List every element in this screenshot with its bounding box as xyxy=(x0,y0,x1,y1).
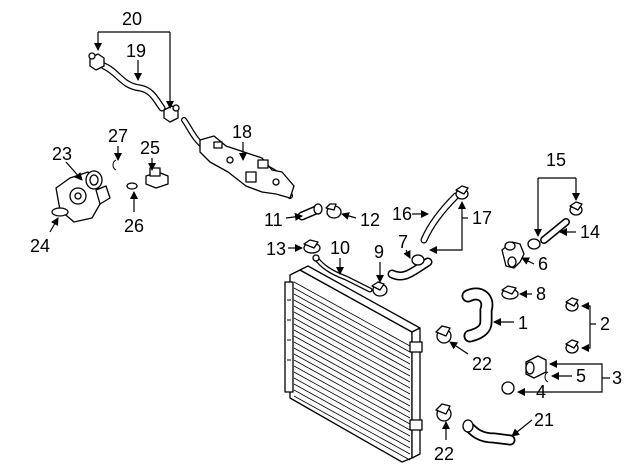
coolant-pipe xyxy=(181,117,295,199)
drain-plug-seal xyxy=(501,381,515,395)
coolant-hose-11 xyxy=(297,203,323,221)
retaining-clip xyxy=(112,159,117,171)
coolant-hose-16 xyxy=(420,192,460,244)
callout-4: 4 xyxy=(536,382,546,402)
callout-19: 19 xyxy=(126,41,146,61)
callout-5: 5 xyxy=(576,366,586,386)
coolant-hose-14 xyxy=(540,218,570,244)
temperature-sensor xyxy=(145,167,169,189)
callout-17: 17 xyxy=(472,208,492,228)
callout-20: 20 xyxy=(122,9,142,29)
callout-2: 2 xyxy=(600,314,610,334)
hose-clamp-22-upper xyxy=(435,325,452,344)
hose-clamp-9 xyxy=(371,281,388,297)
coolant-pipe-10 xyxy=(312,254,373,293)
callout-7: 7 xyxy=(398,232,408,252)
hose-clamp-2-upper xyxy=(565,297,579,312)
thermostat-o-ring xyxy=(51,207,69,217)
callout-10: 10 xyxy=(330,238,350,258)
callout-24: 24 xyxy=(30,236,50,256)
callout-22-lower: 22 xyxy=(434,444,454,464)
radiator xyxy=(284,265,423,463)
callout-27: 27 xyxy=(108,126,128,146)
hose-clamp-2-lower xyxy=(565,339,579,354)
hose-clamp-8 xyxy=(501,285,519,300)
callout-labels: 20 19 18 23 24 27 25 26 11 12 13 10 9 7 … xyxy=(30,9,622,464)
upper-radiator-hose xyxy=(461,287,494,343)
callout-26: 26 xyxy=(124,216,144,236)
sensor-seal xyxy=(126,182,138,190)
hose-clamp-13 xyxy=(303,239,321,254)
hose-clamp-17 xyxy=(455,185,469,200)
hose-clamp-22-lower xyxy=(435,403,452,422)
hose-clamp-15-a xyxy=(527,238,541,250)
callout-12: 12 xyxy=(360,210,380,230)
callout-21: 21 xyxy=(534,410,554,430)
leader-lines xyxy=(49,31,610,440)
hose-clamp-12 xyxy=(325,203,342,219)
coolant-hose-7 xyxy=(387,254,433,281)
callout-15: 15 xyxy=(546,150,566,170)
callout-22-upper: 22 xyxy=(472,354,492,374)
drain-plug-clip xyxy=(544,371,549,383)
callout-11: 11 xyxy=(264,210,283,230)
coolant-connector xyxy=(501,241,525,269)
hose-clamp-15-b xyxy=(569,201,583,216)
callout-14: 14 xyxy=(580,222,600,242)
callout-16: 16 xyxy=(392,204,412,224)
lower-radiator-hose xyxy=(462,419,516,446)
callout-13: 13 xyxy=(266,239,286,259)
callout-3: 3 xyxy=(612,368,622,388)
callout-9: 9 xyxy=(374,242,384,262)
callout-8: 8 xyxy=(536,284,546,304)
bypass-hose xyxy=(88,52,180,123)
drain-plug xyxy=(525,355,547,379)
callout-1: 1 xyxy=(518,313,528,333)
callout-23: 23 xyxy=(52,144,72,164)
radiator-fins xyxy=(293,281,411,461)
callout-6: 6 xyxy=(538,254,548,274)
callout-18: 18 xyxy=(232,122,252,142)
callout-25: 25 xyxy=(140,138,160,158)
